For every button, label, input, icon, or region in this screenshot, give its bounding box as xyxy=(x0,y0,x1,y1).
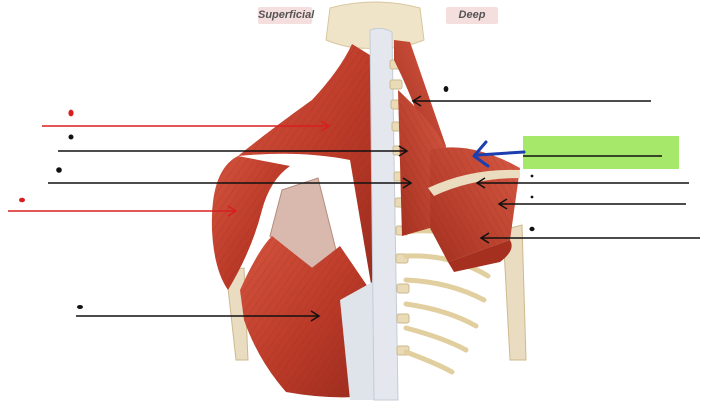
spinal-column xyxy=(369,27,399,401)
leader-left-black-2-arrowhead xyxy=(402,177,413,189)
leader-right-black-4-arrowhead xyxy=(479,232,490,244)
dot-left-red-1 xyxy=(68,109,74,117)
leader-left-red-2-arrowhead xyxy=(227,205,238,217)
superficial-deltoid-fibers xyxy=(211,156,290,290)
leader-left-black-3-arrowhead xyxy=(310,310,321,322)
leader-right-black-1-arrowhead xyxy=(411,95,422,107)
dot-right-black-4 xyxy=(529,226,535,232)
dot-right-black-1 xyxy=(443,86,449,92)
dot-left-black-3 xyxy=(77,305,83,309)
superficial-tag: Superficial xyxy=(258,7,314,24)
deep-levator-scapulae xyxy=(394,40,446,150)
superficial-trapezius-fibers xyxy=(238,44,378,290)
answer-highlight-box[interactable] xyxy=(523,136,679,169)
dot-left-black-1 xyxy=(68,134,74,140)
label-dots xyxy=(19,86,535,309)
dot-right-black-2 xyxy=(530,174,534,178)
leader-left-red-1-arrowhead xyxy=(320,120,331,132)
leader-left-black-1-arrowhead xyxy=(398,145,409,157)
dot-left-red-2 xyxy=(19,197,25,203)
leader-right-black-2-arrowhead xyxy=(475,177,486,189)
scapular-spine xyxy=(428,169,520,196)
deep-tag: Deep xyxy=(446,7,498,24)
dot-left-black-2 xyxy=(56,167,62,173)
leader-right-black-3-arrowhead xyxy=(497,198,508,210)
hint-arrow xyxy=(472,140,526,168)
leader-lines xyxy=(8,95,700,322)
teres-muscle xyxy=(448,240,512,272)
right-arm-bone xyxy=(502,224,527,361)
dot-right-black-3 xyxy=(530,195,534,199)
